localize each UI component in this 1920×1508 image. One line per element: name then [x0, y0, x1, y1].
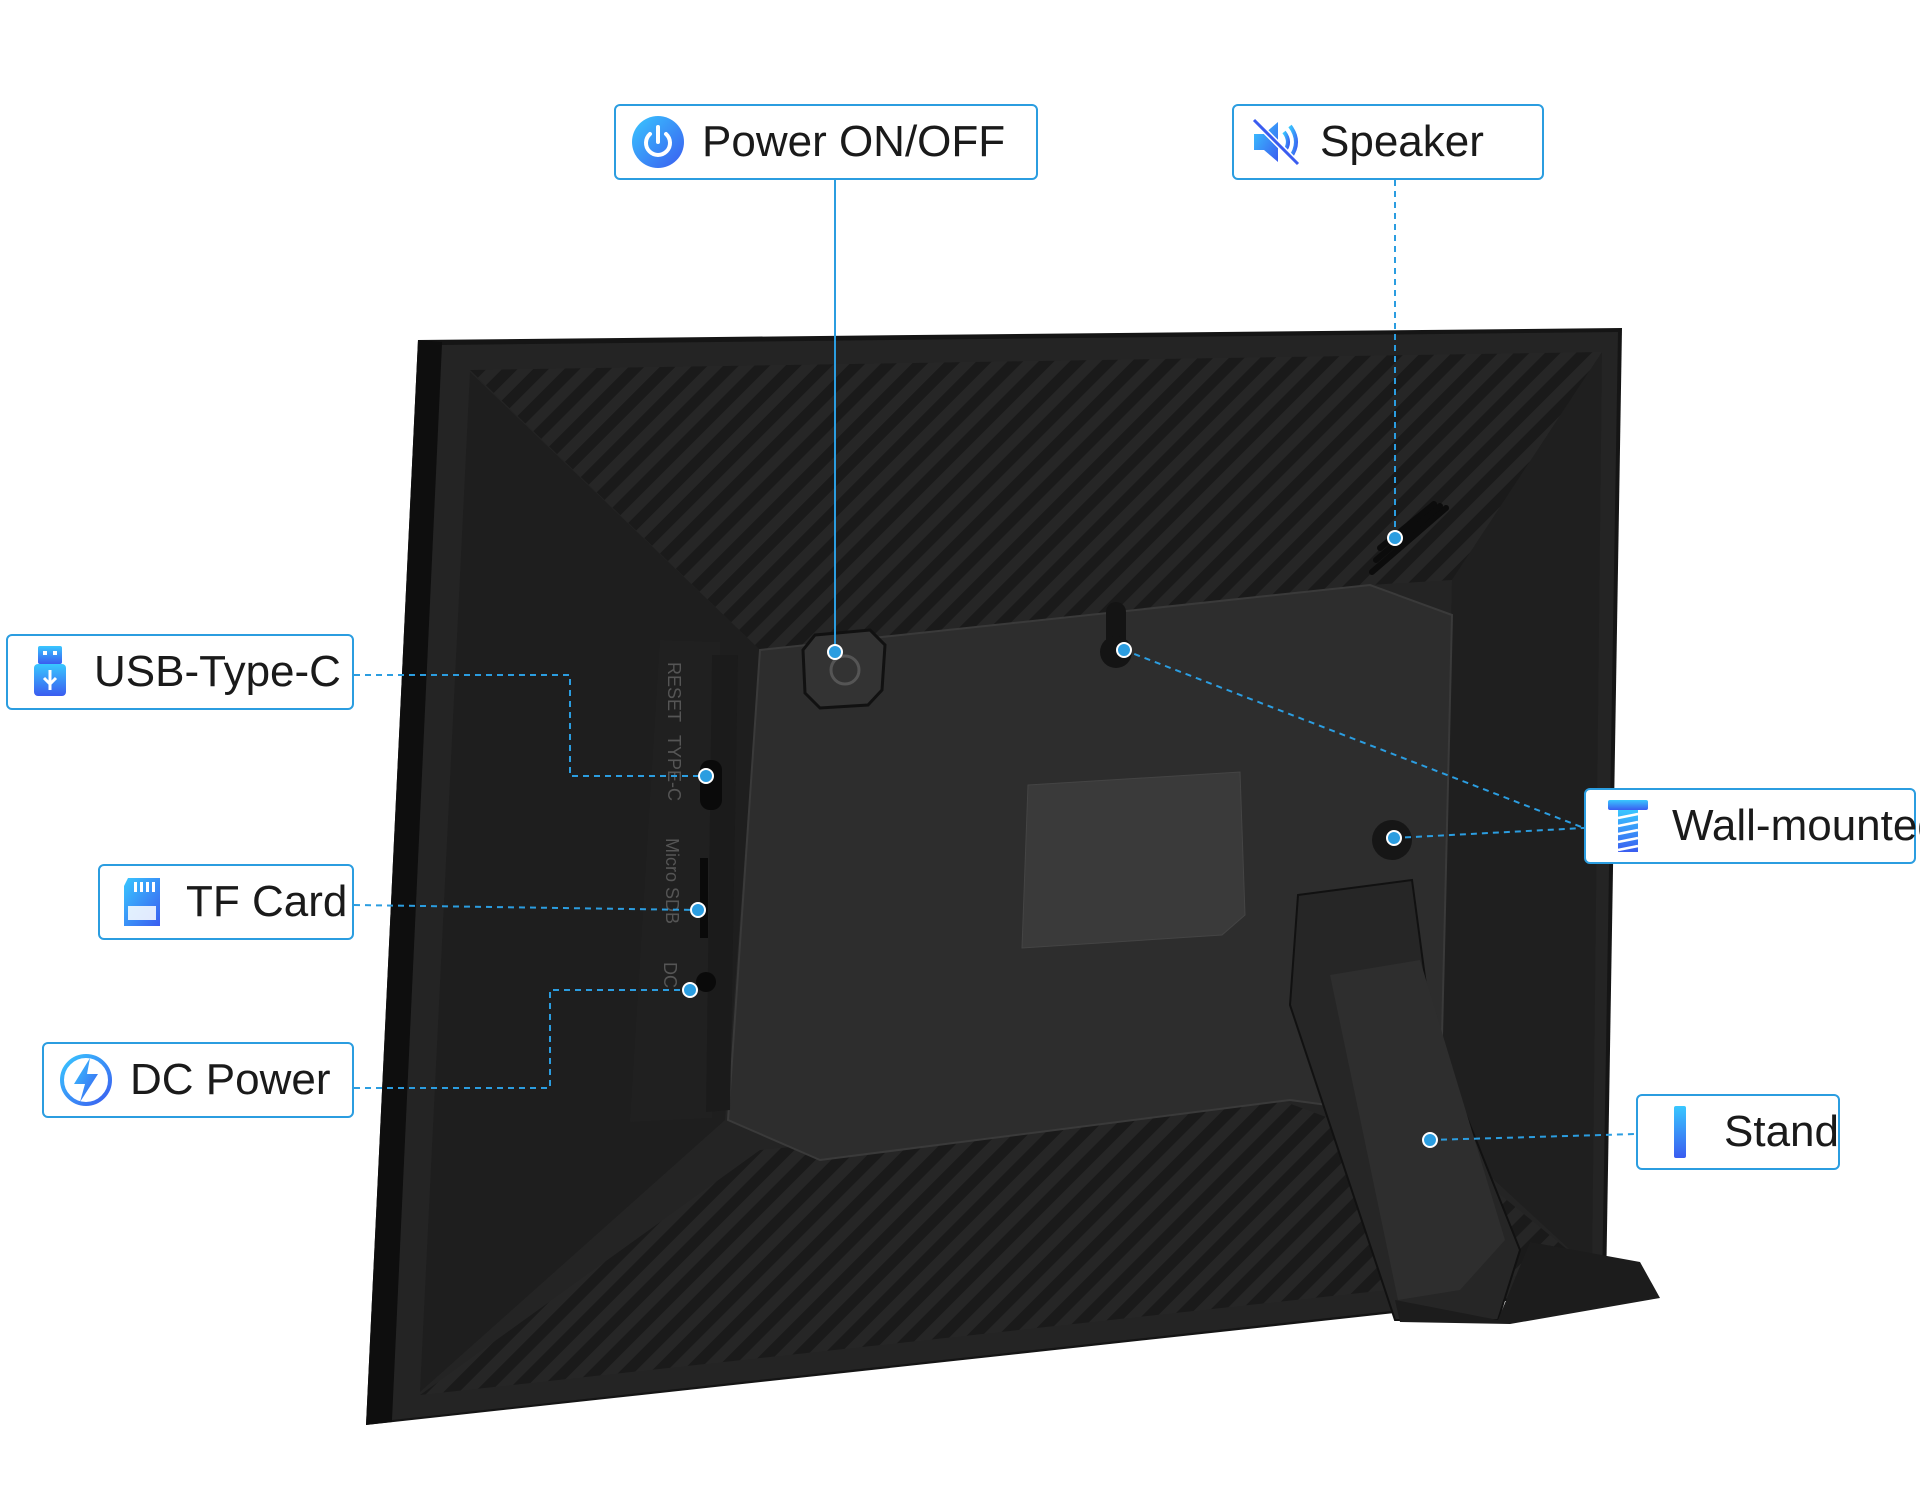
leader-dots: [682, 530, 1438, 1148]
callout-usb: USB-Type-C: [6, 634, 354, 710]
left-bevel: [420, 372, 760, 1392]
frame-side: [366, 340, 442, 1425]
dc-port: [696, 972, 716, 992]
stand-facet: [1330, 960, 1505, 1300]
port-label-reset: RESET: [664, 662, 684, 722]
tf-card-slot: [700, 858, 708, 938]
callout-wall-label: Wall-mounted: [1672, 801, 1920, 850]
right-bevel: [1440, 352, 1602, 1270]
leader-stand: [1429, 1133, 1637, 1141]
port-label-microsd: Micro SDB: [662, 838, 682, 924]
usb-icon: [22, 644, 78, 700]
leader-lines: [353, 180, 1637, 1141]
callout-speaker-label: Speaker: [1320, 117, 1484, 166]
callout-dc: DC Power: [42, 1042, 354, 1118]
callout-wall: Wall-mounted: [1584, 788, 1920, 864]
callout-stand-label: Stand: [1724, 1107, 1839, 1156]
callout-tf: TF Card: [98, 864, 354, 940]
leader-wall-knob: [1393, 827, 1585, 839]
photo-frame-body: RESET TYPE-C Micro SDB DC: [366, 328, 1622, 1425]
callout-power-label: Power ON/OFF: [702, 117, 1006, 166]
top-ridge-band: [470, 352, 1602, 650]
stand-bar-icon: [1652, 1104, 1708, 1160]
leader-wall-keyhole: [1123, 649, 1585, 829]
callout-stand: Stand: [1636, 1094, 1840, 1170]
bottom-ridge-band: [420, 1100, 1590, 1395]
power-icon: [630, 114, 686, 170]
stand: [1288, 878, 1660, 1324]
power-button: [801, 628, 887, 710]
callout-dc-label: DC Power: [130, 1055, 331, 1104]
callout-tf-label: TF Card: [186, 877, 348, 926]
speaker-icon: [1248, 114, 1304, 170]
port-label-dc: DC: [660, 962, 680, 988]
leader-usb: [354, 674, 706, 777]
leader-tf: [353, 904, 699, 911]
label-plate: [1021, 771, 1246, 949]
callout-usb-label: USB-Type-C: [94, 647, 341, 696]
port-strip: [630, 640, 720, 1122]
port-label-typec: TYPE-C: [664, 735, 684, 801]
stand-foot: [1395, 1242, 1660, 1324]
callout-power: Power ON/OFF: [614, 104, 1038, 180]
sd-card-icon: [114, 874, 170, 930]
screw-icon: [1600, 798, 1656, 854]
usb-c-port: [700, 760, 722, 810]
callout-speaker: Speaker: [1232, 104, 1544, 180]
leader-dc: [354, 989, 690, 1089]
lightning-icon: [58, 1052, 114, 1108]
